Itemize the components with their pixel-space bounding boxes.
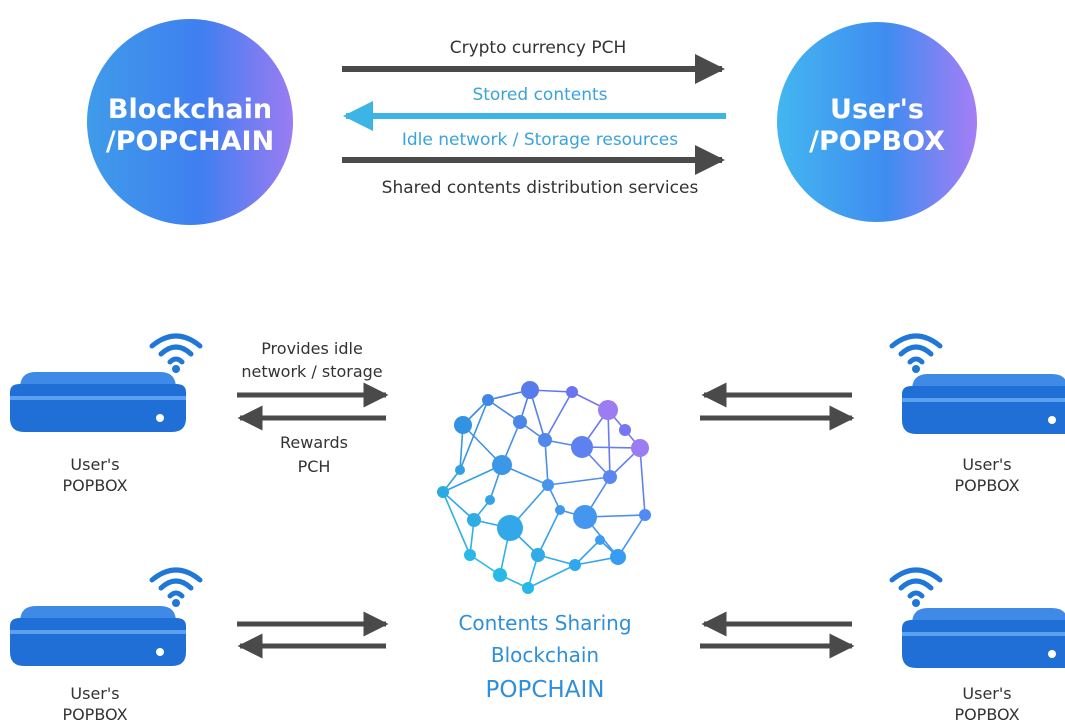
network-node — [610, 549, 626, 565]
label-rewards-line1: Rewards — [280, 433, 348, 452]
network-node — [522, 582, 534, 594]
popbox-device-top-right — [902, 374, 1065, 434]
network-node — [492, 455, 512, 475]
network-node — [521, 381, 539, 399]
network-node — [619, 424, 631, 436]
network-node — [542, 479, 554, 491]
blockchain-title-line1: Blockchain — [108, 94, 272, 125]
center-label-line2: Blockchain — [491, 643, 599, 667]
network-node — [603, 470, 617, 484]
network-node — [482, 394, 494, 406]
network-edge — [617, 514, 646, 558]
bottom-flow: User's POPBOX Provides idle network / st… — [10, 336, 1065, 724]
network-edge — [442, 491, 471, 556]
popbox-label-line1: User's — [962, 455, 1011, 474]
popbox-circle — [777, 22, 977, 222]
popbox-label-line1: User's — [962, 684, 1011, 703]
center-label-line3: POPCHAIN — [486, 677, 605, 703]
wifi-icon — [892, 336, 940, 373]
label-stored-contents: Stored contents — [472, 85, 607, 105]
network-node — [513, 415, 527, 429]
popbox-title-line2: /POPBOX — [809, 126, 945, 157]
popbox-label-line1: User's — [70, 455, 119, 474]
label-provides-line2: network / storage — [241, 362, 382, 381]
network-node — [639, 509, 651, 521]
network-edge — [547, 476, 611, 486]
network-node — [464, 549, 476, 561]
network-node — [598, 400, 618, 420]
network-edge — [639, 447, 646, 516]
network-node — [531, 548, 545, 562]
network-node — [437, 486, 449, 498]
network-node — [573, 505, 597, 529]
label-rewards-line2: PCH — [298, 457, 331, 476]
label-provides-line1: Provides idle — [261, 339, 363, 358]
network-node — [455, 465, 465, 475]
network-node — [467, 513, 481, 527]
wifi-icon — [152, 570, 200, 607]
wifi-icon — [892, 570, 940, 607]
network-node — [566, 386, 578, 398]
popbox-device-top-left — [10, 372, 186, 432]
network-edge — [544, 391, 573, 441]
label-shared-contents: Shared contents distribution services — [382, 178, 699, 198]
popbox-title-line1: User's — [830, 94, 924, 125]
center-label-line1: Contents Sharing — [458, 611, 631, 635]
popbox-label-line2: POPBOX — [62, 476, 127, 495]
network-node — [485, 495, 495, 505]
top-flow: Blockchain /POPCHAIN User's /POPBOX Cryp… — [87, 19, 977, 225]
network-node — [493, 568, 507, 582]
network-edge — [544, 439, 549, 486]
popbox-label-line2: POPBOX — [954, 705, 1019, 724]
popbox-label-line2: POPBOX — [62, 705, 127, 724]
network-node — [631, 439, 649, 457]
network-node — [571, 436, 593, 458]
blockchain-circle — [87, 19, 293, 225]
network-node — [497, 515, 523, 541]
blockchain-title-line2: /POPCHAIN — [106, 126, 274, 157]
label-crypto-currency: Crypto currency PCH — [450, 38, 627, 58]
network-node — [454, 416, 472, 434]
network-edge — [537, 509, 561, 556]
network-edge — [459, 399, 489, 471]
popbox-label-line1: User's — [70, 684, 119, 703]
popbox-label-line2: POPBOX — [954, 476, 1019, 495]
network-node — [555, 505, 565, 515]
network-node — [538, 433, 552, 447]
network-edge — [442, 464, 503, 493]
network-node — [569, 559, 581, 571]
popbox-device-bottom-right — [902, 608, 1065, 668]
wifi-icon — [152, 336, 200, 373]
network-edge — [527, 564, 576, 589]
popbox-device-bottom-left — [10, 606, 186, 666]
blockchain-network-icon — [437, 381, 651, 594]
network-edge — [607, 409, 611, 478]
network-node — [595, 535, 605, 545]
label-idle-network: Idle network / Storage resources — [402, 130, 678, 150]
